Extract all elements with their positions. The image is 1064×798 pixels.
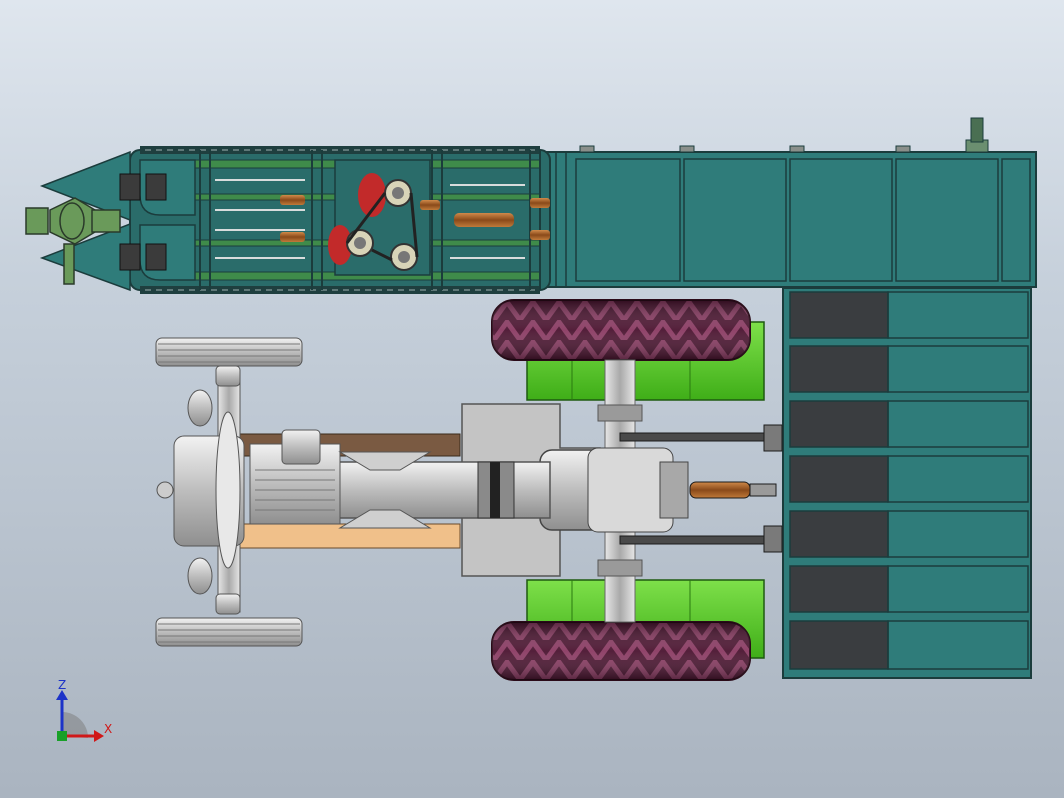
front-bracket — [25, 197, 121, 285]
engine-hood — [239, 429, 461, 549]
rear-axle-assembly — [491, 299, 765, 681]
tractor-chassis — [329, 403, 689, 577]
three-point-hitch — [619, 424, 783, 553]
x-axis-label: X — [104, 722, 113, 736]
storage-frame — [539, 117, 1037, 288]
z-axis-label: Z — [58, 678, 67, 692]
harvester-header — [25, 146, 551, 294]
rear-right-tire — [491, 621, 751, 681]
front-left-wheel — [155, 337, 303, 367]
drive-gearbox — [328, 159, 431, 276]
axis-triad — [56, 690, 104, 742]
exhaust-stack — [965, 117, 989, 153]
front-axle-assembly — [155, 337, 303, 647]
rear-left-tire — [491, 299, 751, 361]
front-right-wheel — [155, 617, 303, 647]
collection-bin — [782, 287, 1032, 679]
bin-compartments — [789, 291, 889, 670]
